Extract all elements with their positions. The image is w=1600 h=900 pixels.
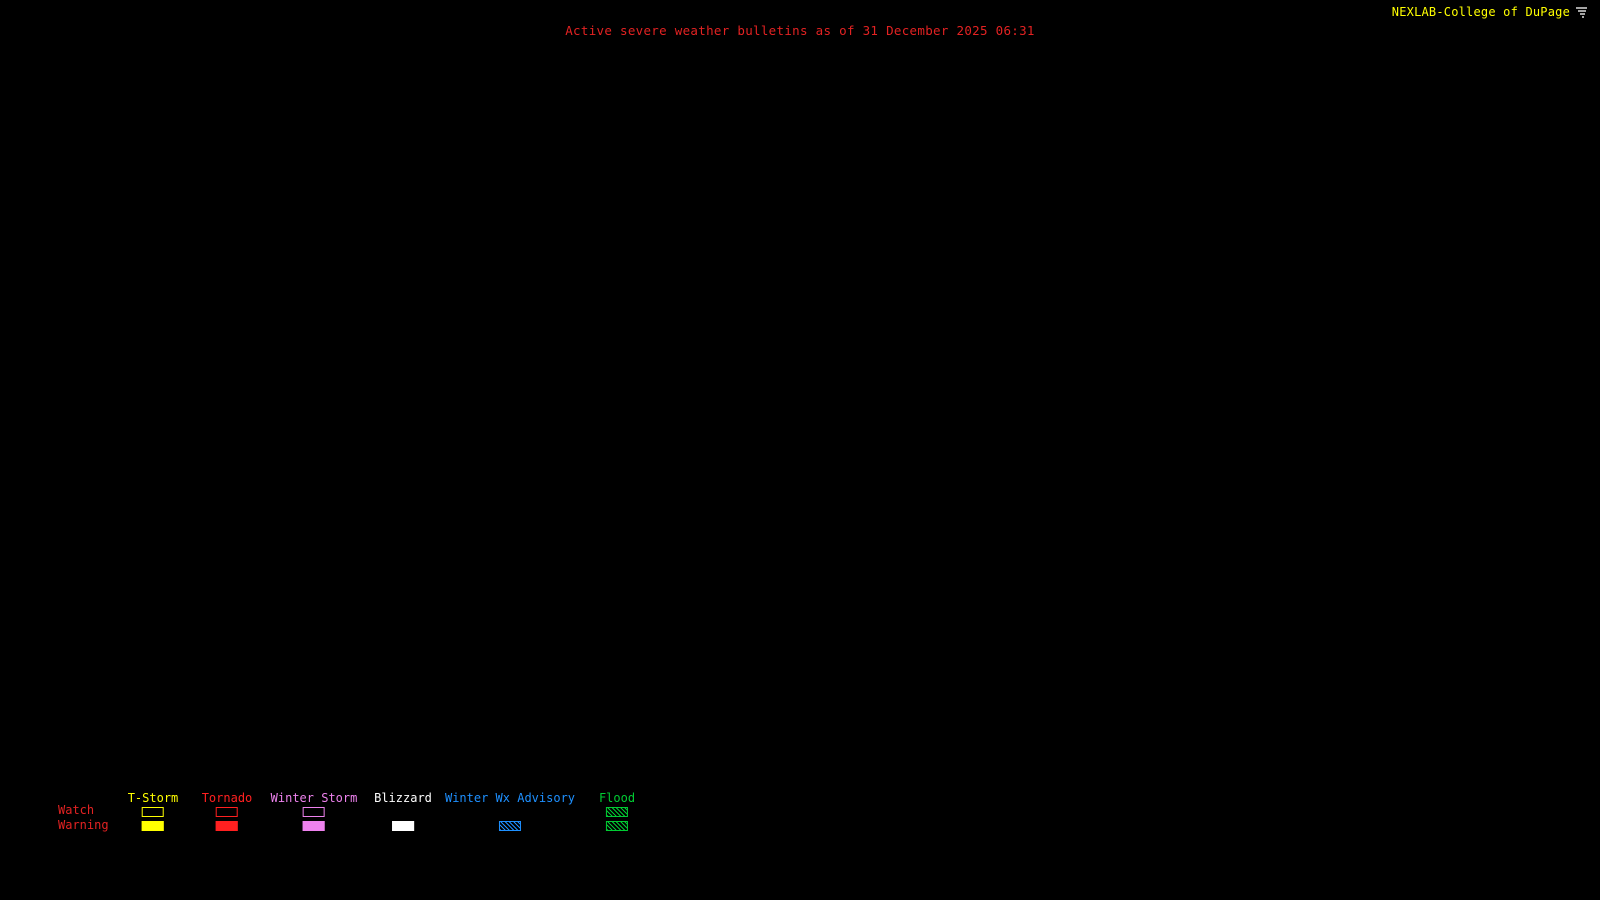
legend-col-winter-wx-advisory: Winter Wx Advisory [445, 791, 575, 833]
legend-col-blizzard: Blizzard [374, 791, 432, 833]
legend-label-winter-wx-advisory: Winter Wx Advisory [444, 791, 576, 805]
winter-storm-watch-swatch [302, 807, 325, 817]
legend-col-tornado: Tornado [201, 791, 253, 833]
t-storm-watch-cell [128, 805, 179, 819]
tornado-warning-swatch [215, 821, 238, 831]
legend-label-tornado: Tornado [201, 791, 253, 805]
flood-warning-cell [599, 819, 635, 833]
winter-storm-watch-cell [271, 805, 358, 819]
legend-label-flood: Flood [598, 791, 636, 805]
flood-watch-swatch [606, 807, 628, 817]
winter-storm-warning-cell [271, 819, 358, 833]
legend-warning-row-label: Warning [58, 818, 109, 832]
legend-label-winter-storm: Winter Storm [270, 791, 358, 805]
brand: NEXLAB-College of DuPage [1392, 5, 1588, 19]
legend-watch-row-label: Watch [58, 803, 95, 817]
legend-col-flood: Flood [599, 791, 635, 833]
winter-wx-advisory-warning-cell [445, 819, 575, 833]
t-storm-watch-swatch [141, 807, 164, 817]
flood-warning-swatch [606, 821, 628, 831]
blizzard-warning-swatch [391, 821, 414, 831]
t-storm-warning-swatch [141, 821, 164, 831]
winter-wx-advisory-watch-cell [445, 805, 575, 819]
legend-label-blizzard: Blizzard [374, 791, 432, 805]
legend: Watch Warning T-Storm Tornado Winter Storm… [0, 791, 1600, 849]
blizzard-warning-cell [374, 819, 432, 833]
brand-text: NEXLAB-College of DuPage [1391, 5, 1570, 19]
winter-storm-warning-swatch [302, 821, 325, 831]
tornado-warning-cell [202, 819, 253, 833]
flood-watch-cell [599, 805, 635, 819]
page-title: Active severe weather bulletins as of 31… [565, 23, 1035, 38]
legend-col-winter-storm: Winter Storm [270, 791, 358, 833]
tornado-watch-swatch [215, 807, 238, 817]
t-storm-warning-cell [128, 819, 179, 833]
cod-logo-icon [1575, 6, 1588, 19]
winter-wx-advisory-warning-swatch [498, 821, 521, 831]
tornado-watch-cell [202, 805, 253, 819]
legend-col-t-storm: T-Storm [127, 791, 179, 833]
legend-label-t-storm: T-Storm [127, 791, 179, 805]
blizzard-watch-cell [374, 805, 432, 819]
